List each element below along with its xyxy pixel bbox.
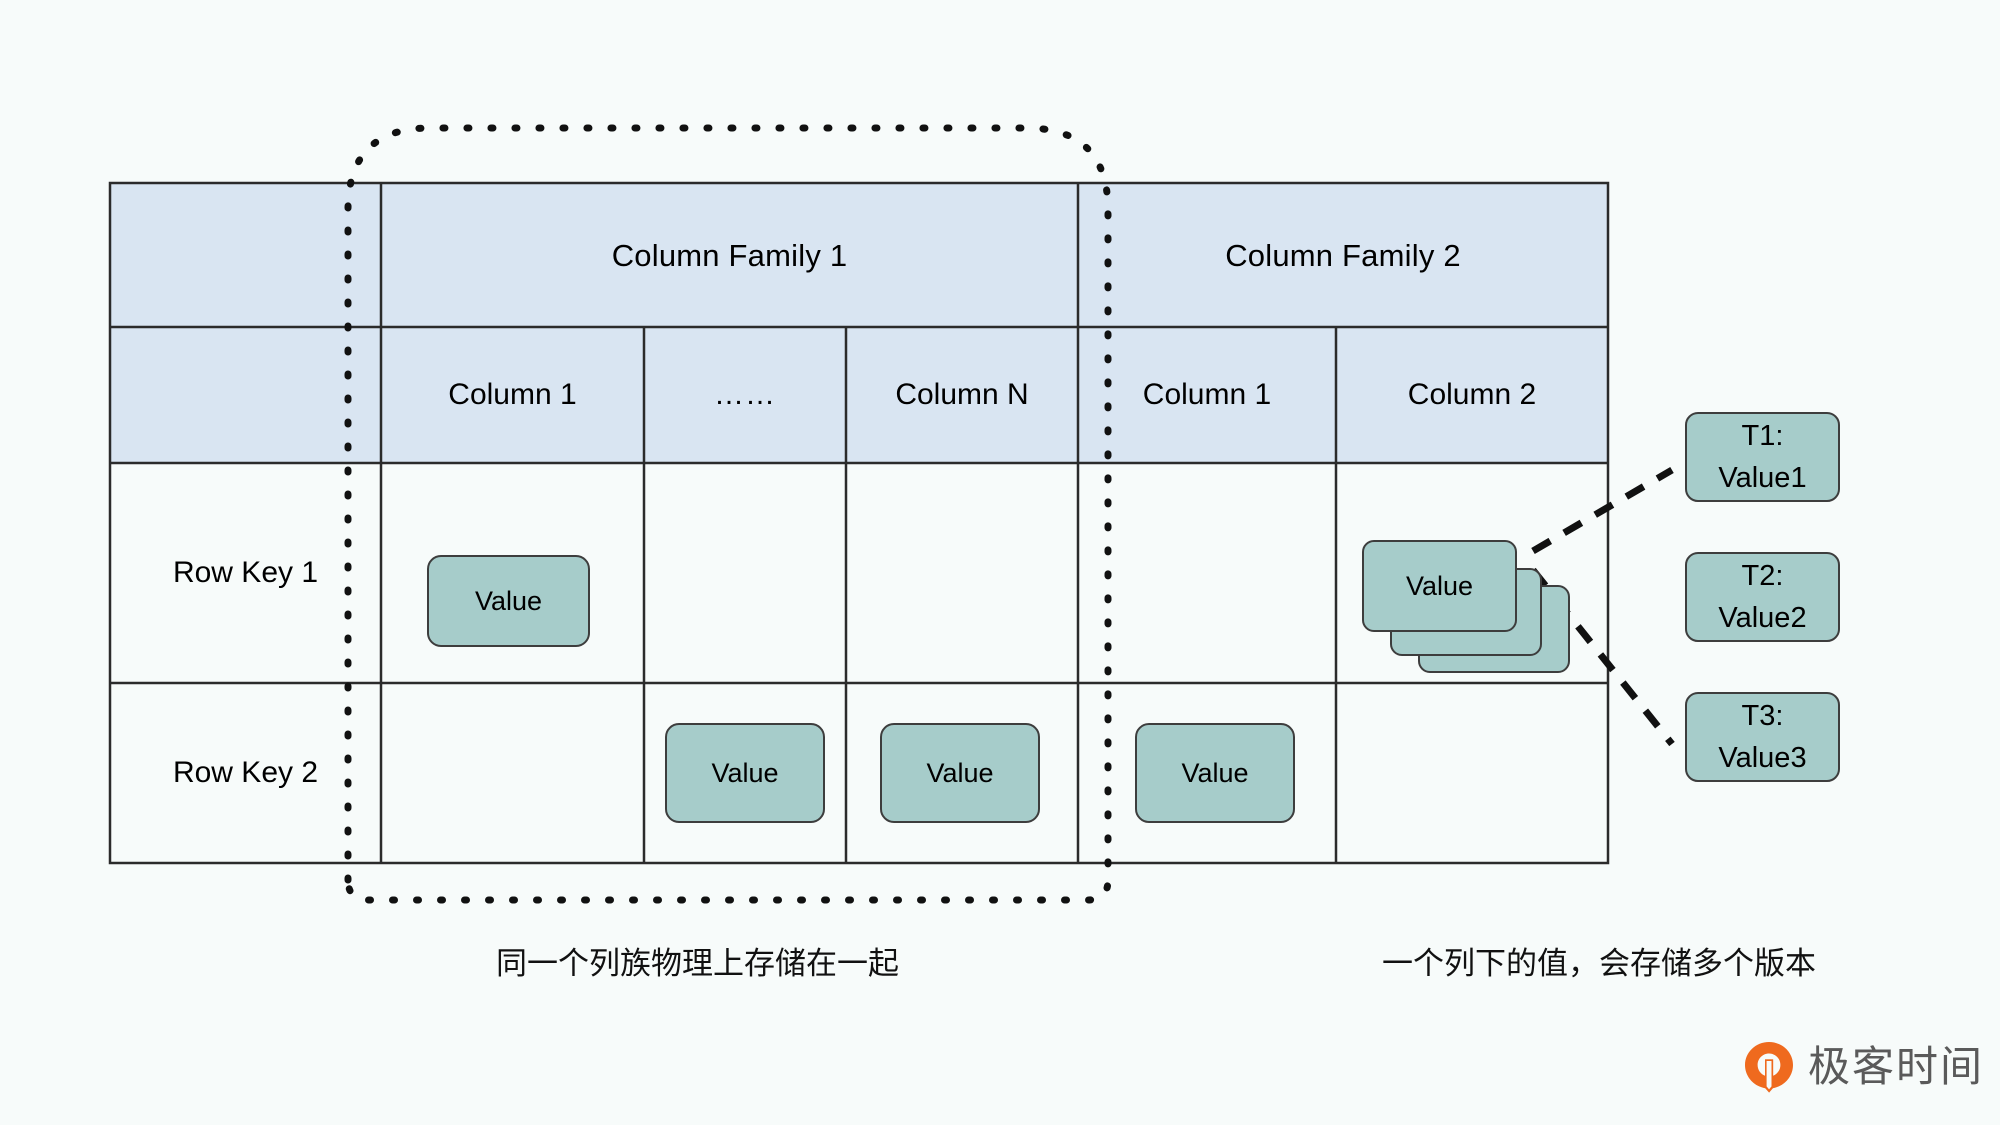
column-family-1-label: Column Family 1 xyxy=(611,237,848,273)
version-t3-value: Value3 xyxy=(1718,742,1807,774)
header-fill-rowkey xyxy=(110,327,381,463)
geektime-logo-icon xyxy=(1742,1040,1796,1094)
version-box-t3: T3: Value3 xyxy=(1685,692,1840,782)
version-t1-timestamp: T1: xyxy=(1741,419,1784,452)
column-header-cf2-column-2: Column 2 xyxy=(1407,378,1537,411)
column-header-cf1-column-n: Column N xyxy=(895,378,1029,411)
value-chip-row1-cf1-column1: Value xyxy=(427,555,590,647)
version-t1-value: Value1 xyxy=(1718,462,1807,494)
value-chip-row2-cf2-column1: Value xyxy=(1135,723,1295,823)
column-family-2-label: Column Family 2 xyxy=(1225,237,1461,273)
version-box-t1: T1: Value1 xyxy=(1685,412,1840,502)
geektime-logo-text: 极客时间 xyxy=(1808,1043,1985,1090)
caption-column-family-storage: 同一个列族物理上存储在一起 xyxy=(496,946,899,981)
row-key-1-label: Row Key 1 xyxy=(172,556,319,589)
watermark-logo: 极客时间 xyxy=(1742,1040,1984,1094)
header-fill-corner xyxy=(110,183,381,327)
column-header-cf2-column-1: Column 1 xyxy=(1142,378,1272,411)
version-box-t2: T2: Value2 xyxy=(1685,552,1840,642)
version-t2-value: Value2 xyxy=(1718,602,1807,634)
caption-multiple-versions: 一个列下的值，会存储多个版本 xyxy=(1382,946,1816,981)
column-header-cf1-ellipsis: …… xyxy=(714,378,776,411)
connector-to-t1 xyxy=(1531,466,1674,555)
value-chip-stack-front: Value xyxy=(1362,540,1517,632)
row-key-2-label: Row Key 2 xyxy=(172,756,319,789)
version-t2-timestamp: T2: xyxy=(1741,559,1784,592)
value-chip-row2-cf1-ellipsis: Value xyxy=(665,723,825,823)
version-t3-timestamp: T3: xyxy=(1741,699,1784,732)
column-header-cf1-column-1: Column 1 xyxy=(448,378,577,411)
value-chip-row2-cf1-columnN: Value xyxy=(880,723,1040,823)
